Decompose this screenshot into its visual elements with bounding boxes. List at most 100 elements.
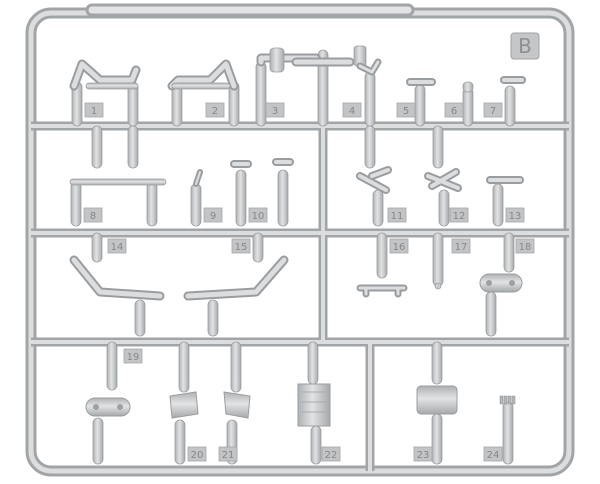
gate-stub xyxy=(307,341,319,385)
tag-plate xyxy=(449,207,469,223)
part-21-clamp xyxy=(223,391,251,419)
part-2-base xyxy=(171,82,231,90)
part-number-tag: 20 xyxy=(187,446,207,462)
gate-stub xyxy=(190,183,202,227)
part-number-tag: 10 xyxy=(248,207,268,223)
sprue-letter-tag: B xyxy=(510,32,540,60)
tag-plate xyxy=(483,446,503,462)
gate-stub xyxy=(432,125,444,169)
tag-plate xyxy=(205,102,225,118)
part-23-block xyxy=(416,385,458,415)
part-11-fork xyxy=(356,166,392,194)
tag-plate xyxy=(389,238,409,254)
part-number: 12 xyxy=(453,211,466,222)
part-number-tag: 14 xyxy=(107,238,127,254)
part-1-bracket xyxy=(69,59,141,91)
gate-stub xyxy=(174,419,186,465)
part-24-teeth xyxy=(499,395,516,405)
inner-runners xyxy=(31,121,569,471)
gate-stub xyxy=(317,49,329,127)
part-number: 3 xyxy=(272,106,278,117)
part-number: 9 xyxy=(210,211,216,222)
part-number: 11 xyxy=(391,211,404,222)
part-12-fork xyxy=(424,168,462,192)
outer-frame xyxy=(25,3,575,477)
part-16-foot xyxy=(356,284,408,298)
tag-plate xyxy=(387,207,407,223)
part-number-tag: 1 xyxy=(84,102,104,118)
part-2-bracket xyxy=(167,59,239,91)
part-19-plate xyxy=(85,397,131,417)
part-3-cylinder xyxy=(269,47,285,73)
gate-stub xyxy=(277,169,289,227)
tag-plate xyxy=(321,446,341,462)
gate-stub xyxy=(91,232,103,263)
part-number: 21 xyxy=(222,450,235,461)
tag-plate xyxy=(123,348,143,364)
gate-stub xyxy=(438,189,450,227)
gate-stub xyxy=(146,181,158,227)
part-number: 20 xyxy=(191,450,204,461)
part-number: 15 xyxy=(235,242,248,253)
gate-stub xyxy=(372,189,384,227)
part-number: 1 xyxy=(91,106,97,117)
part-number: 10 xyxy=(252,211,265,222)
part-number: 22 xyxy=(325,450,338,461)
part-number-tag: 21 xyxy=(218,446,238,462)
part-number-tag: 2 xyxy=(205,102,225,118)
gate-stub xyxy=(502,401,514,465)
part-number-tag: 23 xyxy=(413,446,433,462)
part-number: 23 xyxy=(417,450,430,461)
tag-plate xyxy=(83,207,103,223)
part-number: 4 xyxy=(349,106,355,117)
part-number-tag: 15 xyxy=(231,238,251,254)
part-4-lever xyxy=(356,58,382,76)
part-number-tag: 6 xyxy=(444,102,464,118)
model-parts xyxy=(69,45,526,427)
gate-stub xyxy=(485,291,497,337)
gate-stub xyxy=(207,299,219,337)
part-number-tag: 12 xyxy=(449,207,469,223)
part-9-tip xyxy=(193,169,203,187)
part-number: 6 xyxy=(451,106,457,117)
part-number-tag: 9 xyxy=(203,207,223,223)
tag-plate xyxy=(505,207,525,223)
part-number-tag: 3 xyxy=(265,102,285,118)
part-number: 8 xyxy=(90,211,96,222)
part-number-tag: 8 xyxy=(83,207,103,223)
tag-plate xyxy=(265,102,285,118)
tag-plate xyxy=(444,102,464,118)
part-number: 16 xyxy=(393,242,406,253)
part-17-tip xyxy=(434,282,442,290)
part-number: 5 xyxy=(403,106,409,117)
tag-plate xyxy=(231,238,251,254)
tag-plate xyxy=(413,446,433,462)
part-number: 13 xyxy=(509,211,522,222)
gate-stub xyxy=(504,85,516,127)
part-number-tag: 22 xyxy=(321,446,341,462)
gate-stub xyxy=(91,125,103,169)
tag-plate xyxy=(515,238,535,254)
gate-stub xyxy=(376,232,388,279)
tag-plate xyxy=(107,238,127,254)
gate-stub xyxy=(503,232,515,273)
gate-stub xyxy=(235,169,247,227)
gate-stub xyxy=(432,232,444,287)
gate-stub xyxy=(127,125,139,169)
part-number-tag: 11 xyxy=(387,207,407,223)
gate-stub xyxy=(106,341,118,391)
part-number: 18 xyxy=(519,242,532,253)
part-number: 19 xyxy=(127,352,140,363)
part-18-plate xyxy=(479,273,523,293)
tag-plate xyxy=(187,446,207,462)
tag-plate xyxy=(203,207,223,223)
part-number: 17 xyxy=(455,242,468,253)
part-number: 7 xyxy=(490,106,496,117)
part-number-tag: 13 xyxy=(505,207,525,223)
part-1-base xyxy=(85,82,139,90)
tag-plate xyxy=(342,102,362,118)
part-number-tag: 4 xyxy=(342,102,362,118)
attachment-gates xyxy=(70,49,516,465)
tag-plate xyxy=(483,102,503,118)
